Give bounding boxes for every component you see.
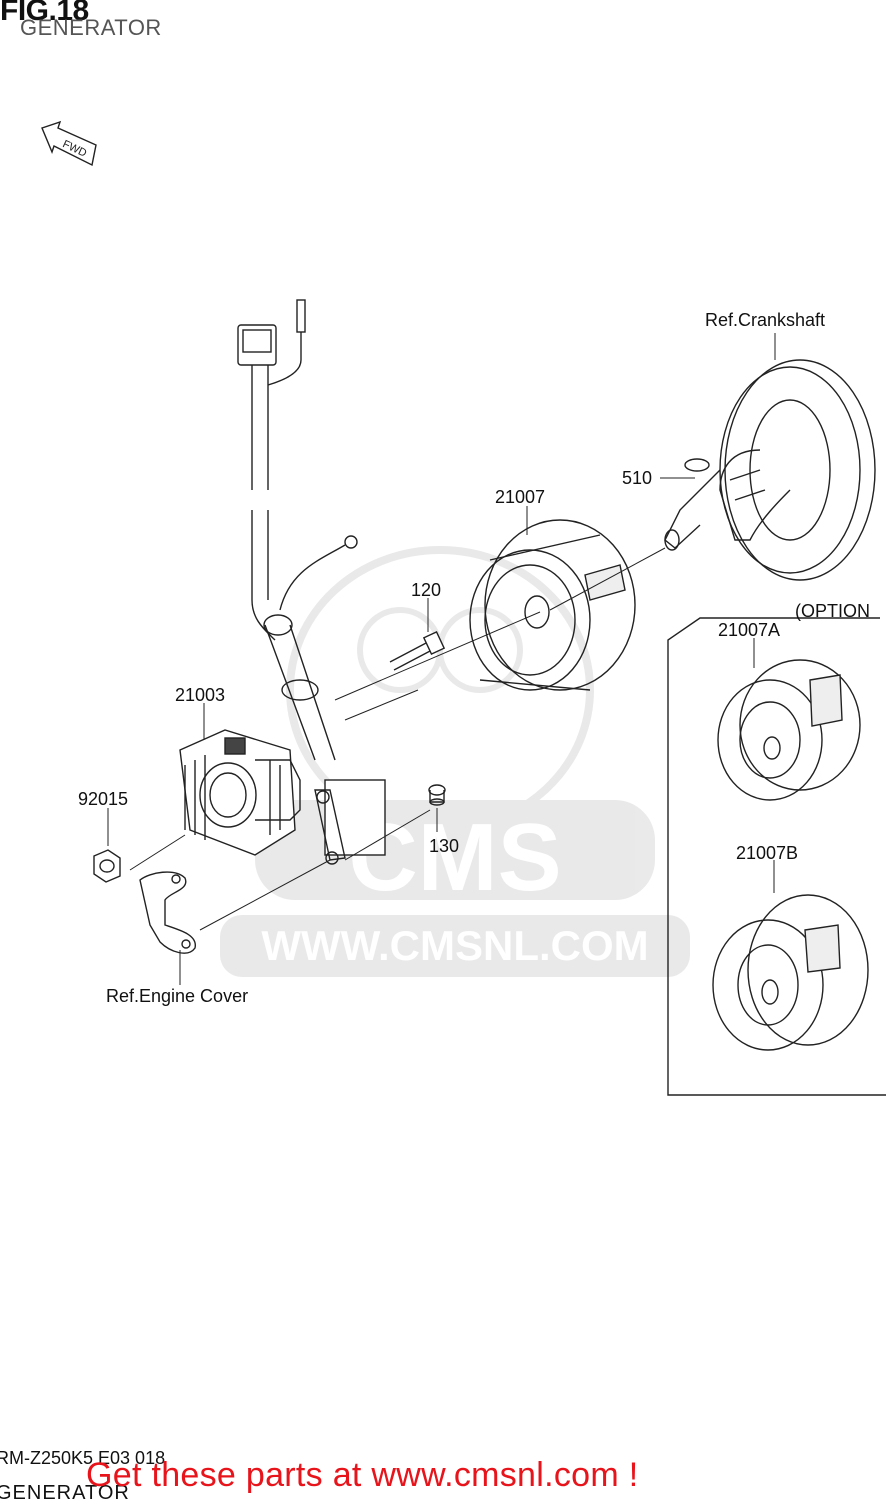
figure-number: FIG.18 [0,0,89,27]
stator-21003-drawing [179,729,301,856]
label-ref-crankshaft: Ref.Crankshaft [705,310,826,330]
rotor-21007a-drawing [717,659,861,801]
rotor-21007b-drawing [712,894,869,1051]
label-120: 120 [411,580,442,600]
label-510: 510 [622,468,653,488]
crankshaft-drawing [664,359,876,581]
label-21007a: 21007A [718,620,781,640]
label-option: (OPTION [795,601,870,621]
label-21003: 21003 [175,685,226,705]
footer-diagram-code: RM-Z250K5 E03 018 [0,1448,166,1468]
leader-lines [107,333,776,985]
footer-section-name: GENERATOR [0,1482,130,1504]
label-21007b: 21007B [736,843,799,863]
label-ref-engine-cover: Ref.Engine Cover [106,986,249,1006]
label-92015: 92015 [78,789,129,809]
parts-store-link[interactable]: Get these parts at www.cmsnl.com ! [86,1456,639,1494]
flywheel-21007-drawing [469,519,636,691]
bolt-130-drawing [428,784,446,806]
fwd-arrow-icon: FWD [41,120,97,167]
label-130: 130 [429,836,460,856]
option-box-border [667,617,886,1096]
nut-92015-drawing [93,849,121,883]
engine-cover-plate-drawing [139,871,196,954]
label-21007: 21007 [495,487,546,507]
page-title: GENERATOR [20,15,162,40]
bolt-120-drawing [389,630,446,671]
watermark-url: WWW.CMSNL.COM [261,922,648,969]
